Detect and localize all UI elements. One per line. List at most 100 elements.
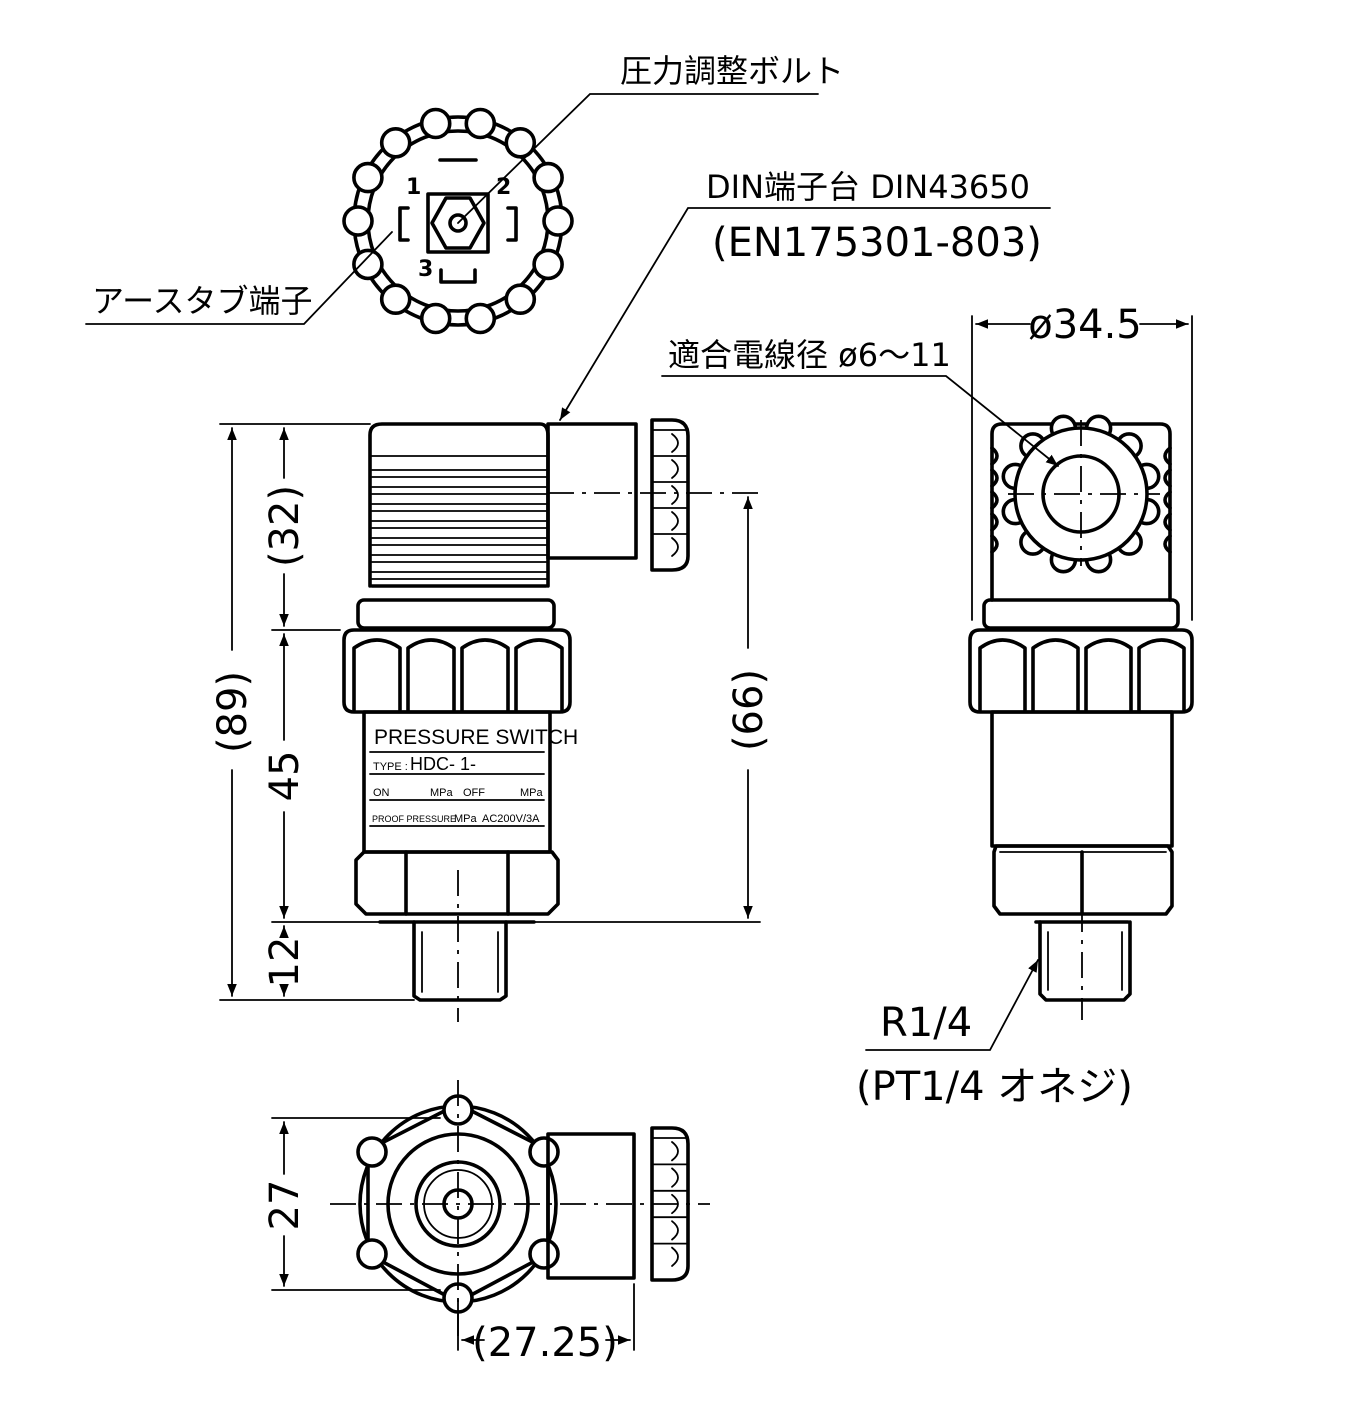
pin-3-label: 3 [418,257,433,282]
knurl-bump [352,161,384,194]
adjust-bolt-hole [448,213,468,233]
housing-notch-left [990,490,999,510]
hex-corner-bump [528,1238,560,1270]
dim-total-height: (89) [210,671,256,753]
knurl-bump [542,205,574,237]
nut-flute [978,638,1027,712]
front-view: PRESSURE SWITCH TYPE : HDC- 1- ON MPa OF… [342,418,760,1022]
nameplate-proof-unit: MPa [454,813,478,825]
nameplate-on-label: ON [373,787,390,799]
nut-flute [1084,638,1133,712]
knurl-bump [464,107,497,140]
housing-notch-right [1163,534,1172,554]
nameplate-off-unit: MPa [520,787,544,799]
dim-diameter: ø34.5 [1028,302,1142,348]
side-knurled-nut [968,628,1194,714]
knurled-nut [342,628,572,714]
thread-leader [865,959,1039,1051]
dim-body-height: 45 [262,751,308,802]
thread-alt-label: (PT1/4 オネジ) [856,1064,1133,1110]
side-body [990,710,1174,848]
gland-rib [671,433,679,453]
housing-notch-right [1163,490,1172,510]
knurl-bump [379,127,412,159]
hex-corner-bump [356,1136,388,1168]
bottom-gland-nut [650,1126,690,1282]
dim-thread-length: 12 [262,937,308,988]
nut-flute [514,638,564,712]
top-view: 1 2 3 [342,107,574,335]
nameplate-off-label: OFF [463,787,485,799]
nut-flute [406,638,456,712]
knurl-bump [352,248,384,281]
housing-notch-left [990,534,999,554]
front-dimensions: (89) (32) 45 12 (66) [210,423,772,1001]
knurl-scallops [342,107,574,335]
hex-nut [354,850,560,916]
earth-tab-contact [439,268,477,284]
housing-notch-left [990,512,999,532]
nameplate-type-value: HDC- 1- [410,754,476,774]
gland-rib [671,485,679,505]
gland-rib [671,511,679,531]
earth-tab-leader [85,231,393,325]
connector-ribs [371,469,547,580]
nameplate-on-unit: MPa [430,787,454,799]
nameplate-proof-label: PROOF PRESSURE [372,814,456,824]
dim-center-height: (66) [726,669,772,751]
thread-fitting [412,920,508,1002]
pin-2-contact [506,206,518,242]
hex-socket [426,192,490,254]
earth-tab-label: アースタブ端子 [92,282,312,320]
housing-notch-right [1163,512,1172,532]
bottom-gland-knurl [651,1137,689,1267]
knurl-bump [419,302,452,335]
nut-flute [1031,638,1080,712]
gland-rib [671,1167,679,1188]
knurl-bump [532,248,564,281]
side-nut-ribs [978,638,1186,712]
thread-label: R1/4 [880,1000,972,1046]
side-dimensions: ø34.5 適合電線径 ø6～11 R1/4 (PT1/4 オネジ) [661,302,1193,1110]
hex-corner-bump [528,1136,560,1168]
housing-notch-right [1163,446,1172,466]
knurl-bump [532,161,564,194]
bottom-view [330,1080,710,1340]
cable-gland-body [546,422,638,560]
dim-offset: (27.25) [472,1320,618,1366]
cable-gland-nut [650,418,690,572]
nut-flute [460,638,510,712]
housing-notch-right [1163,468,1172,488]
dim-connector-height: (32) [262,485,308,567]
side-view [968,414,1194,1020]
housing-notch-left [990,446,999,466]
nameplate-title: PRESSURE SWITCH [374,726,578,749]
nut-flute [352,638,402,712]
gland-nut-knurl [651,429,689,557]
din-terminal-leader [559,207,1051,421]
side-housing-notches [990,446,1172,554]
adjust-bolt-label: 圧力調整ボルト [620,52,844,90]
adjust-bolt-hex [430,196,486,250]
knurl-bump [419,107,452,140]
gland-rib [671,1141,679,1162]
gland-rib [671,1246,679,1267]
nut-flute [1137,638,1186,712]
housing-notch-left [990,468,999,488]
bottom-gland-body [546,1132,636,1280]
side-seal-ring [982,598,1180,630]
din-standard-label: (EN175301-803) [712,220,1042,266]
knurled-nut-ribs [352,638,564,712]
side-hex-nut [992,844,1174,916]
pin-1-contact [398,206,410,242]
dim-hex-width: 27 [262,1180,308,1231]
adjust-bolt-leader [457,93,819,224]
knurl-bump [342,205,374,237]
knurl-bump [504,283,537,316]
gland-rib [671,1220,679,1241]
seal-ring [356,598,556,630]
gland-rib [671,537,679,557]
knurl-bump [504,127,537,159]
cable-dia-label: 適合電線径 ø6～11 [668,336,951,374]
knurl-bump [379,283,412,316]
